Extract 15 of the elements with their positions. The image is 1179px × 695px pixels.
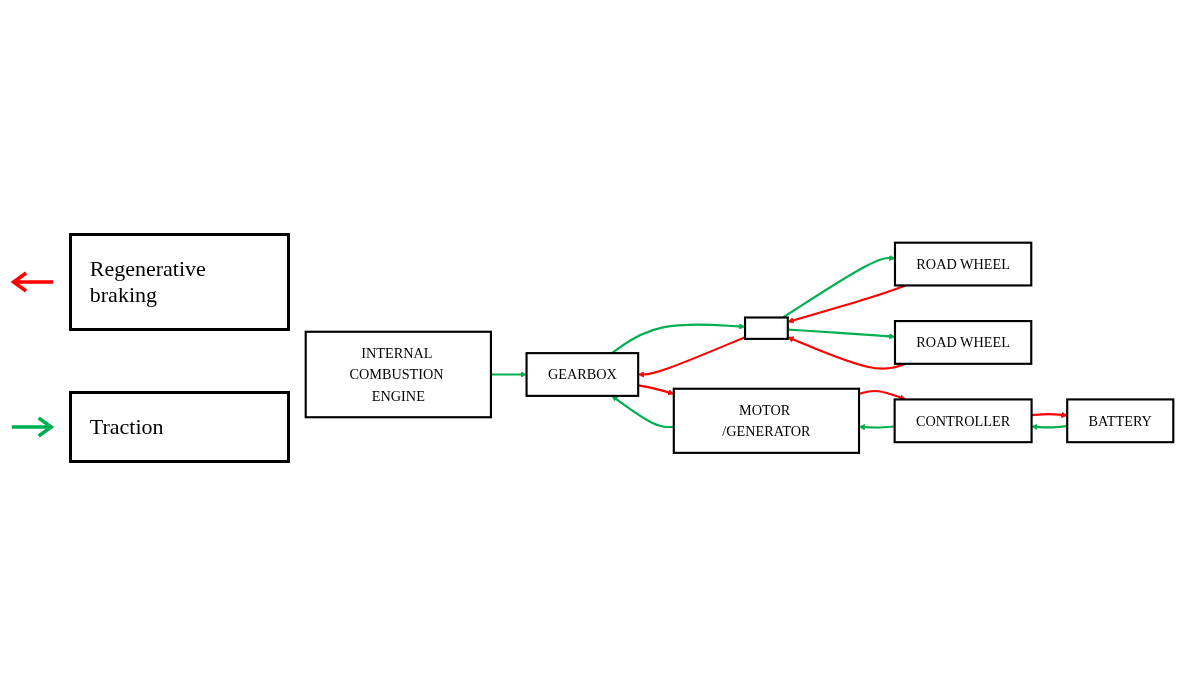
node-box: INTERNAL COMBUSTION ENGINE	[304, 330, 492, 419]
node-box: ROAD WHEEL	[893, 241, 1033, 287]
node-box	[743, 316, 789, 340]
node-box: CONTROLLER	[893, 398, 1033, 443]
legend-box: Regenerative braking	[68, 232, 290, 331]
arrow	[787, 336, 906, 370]
node-box: BATTERY	[1066, 398, 1175, 443]
arrow	[490, 371, 527, 378]
arrow	[611, 395, 674, 428]
node-box: ROAD WHEEL	[893, 319, 1033, 365]
node-box: GEARBOX	[525, 351, 640, 397]
arrow	[1031, 423, 1068, 430]
node-box: MOTOR /GENERATOR	[672, 387, 861, 454]
arrow	[1031, 411, 1068, 418]
legend-box: Traction	[68, 390, 290, 463]
